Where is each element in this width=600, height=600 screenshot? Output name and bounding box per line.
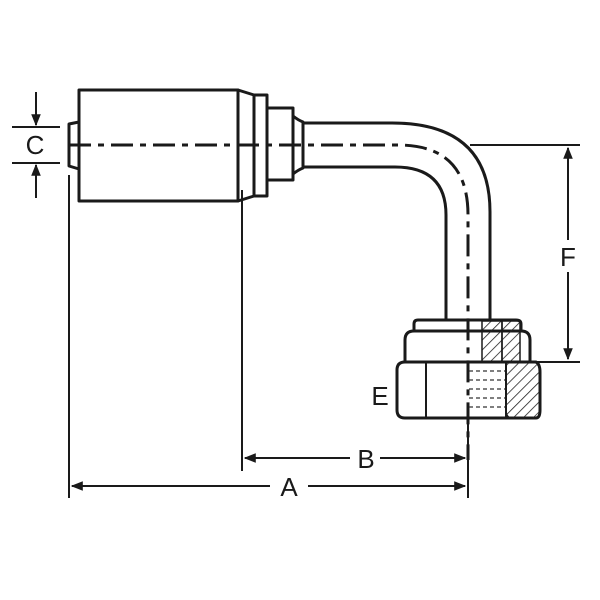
- internal-threads: [469, 370, 505, 408]
- dimension-label-a: A: [280, 472, 298, 502]
- extension-lines: [12, 126, 580, 498]
- dimension-e: E: [371, 381, 388, 411]
- bent-tube: [303, 121, 492, 321]
- dimension-c: C: [26, 92, 45, 198]
- dimension-label-e: E: [371, 381, 388, 411]
- centerline: [69, 143, 470, 460]
- dimension-f: F: [560, 146, 576, 361]
- dimension-b: B: [243, 444, 467, 474]
- swivel-nut: [395, 318, 542, 420]
- dimension-a: A: [70, 472, 467, 502]
- dimension-label-c: C: [26, 130, 45, 160]
- dimension-label-b: B: [357, 444, 374, 474]
- dimension-label-f: F: [560, 242, 576, 272]
